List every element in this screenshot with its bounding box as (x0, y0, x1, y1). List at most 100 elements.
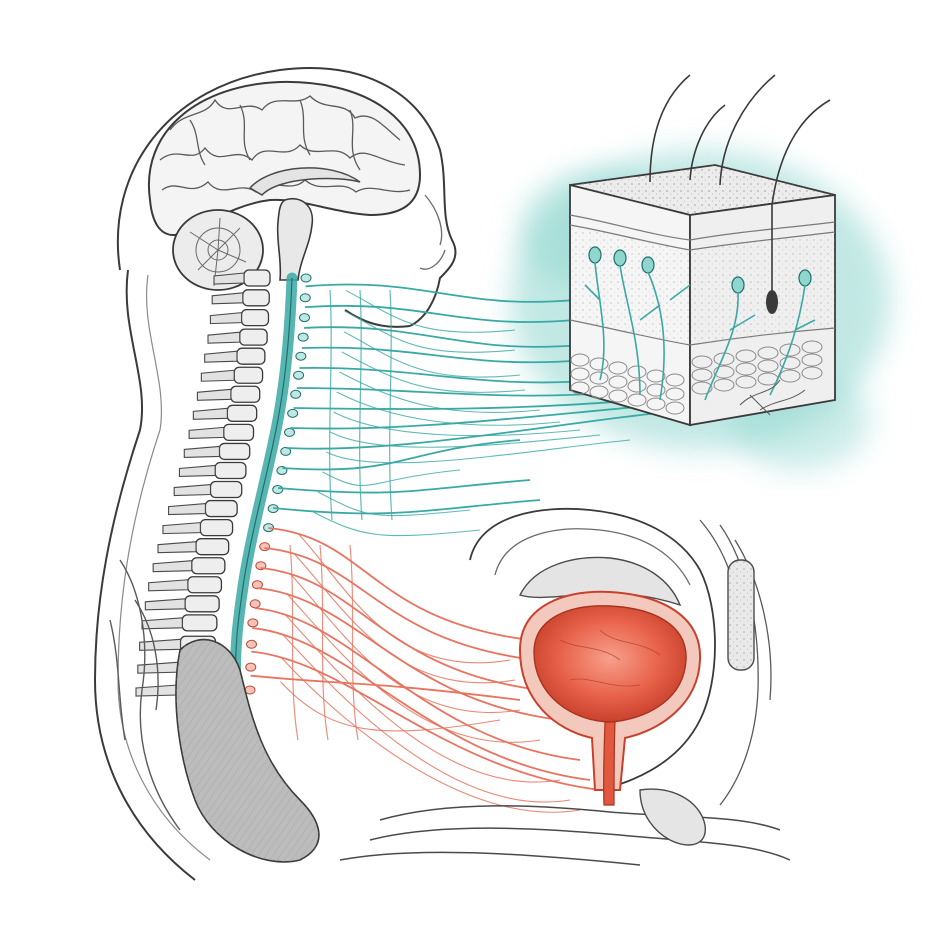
nerve-root-ganglion (298, 313, 310, 323)
fat-lobule (779, 369, 801, 383)
sensory-nerve-fiber (305, 283, 576, 303)
vertebra (239, 328, 268, 346)
nerve-root-ganglion (272, 485, 284, 495)
sensory-nerve-branch (326, 439, 631, 464)
sensory-nerve-fiber (290, 404, 661, 430)
spinous-process (192, 407, 228, 420)
fat-lobule (713, 378, 735, 392)
pelvic-nerve-fiber (264, 547, 536, 661)
pelvic-nerve-fiber (251, 650, 601, 791)
nerve-root-ganglion (249, 599, 261, 609)
sensory-nerve-branch (344, 310, 516, 353)
vertebra (181, 614, 218, 632)
fat-lobule (801, 353, 823, 367)
pelvic-nerve-fiber (256, 587, 561, 721)
fat-lobule (608, 375, 628, 389)
pelvic-nerve-fiber (254, 607, 581, 761)
pelvic-nerve-branch (286, 593, 541, 743)
vertebra (195, 538, 230, 556)
vertebra (214, 461, 247, 480)
spinous-process (213, 272, 245, 285)
pelvic-nerve-fiber (252, 627, 591, 781)
nerve-root-ganglion (290, 389, 302, 399)
fat-lobule (570, 353, 590, 367)
nerve-root-ganglion (287, 408, 299, 418)
spinous-process (188, 426, 225, 439)
nerve-root-ganglion (299, 293, 311, 303)
vertebra (233, 366, 264, 384)
nerve-root-ganglion (245, 662, 257, 672)
fat-lobule (627, 393, 647, 407)
hair-strands (649, 74, 831, 300)
spinous-process (173, 483, 212, 497)
sensory-nerve-branch (339, 371, 541, 413)
hair-follicle (766, 290, 778, 314)
sensory-nerve-branch (333, 411, 581, 437)
fat-lobule (665, 373, 685, 387)
vertebra (243, 269, 271, 287)
vertebra (199, 518, 234, 537)
spinous-process (162, 522, 201, 535)
vertebra (184, 595, 220, 613)
fat-lobule (646, 369, 666, 383)
pelvic-nerve-branch (280, 681, 501, 732)
sensory-nerve-fiber (301, 346, 586, 364)
spinous-process (152, 560, 193, 573)
nerve-root-ganglion (300, 273, 312, 283)
spinous-process (168, 502, 206, 516)
sensory-nerve-fiber (293, 399, 641, 410)
sensory-nerve-branch (336, 391, 561, 426)
spinous-process (141, 617, 183, 630)
sensory-nerve-branch (341, 351, 526, 393)
vertebral-column (135, 269, 312, 699)
sensory-nerve-branch (317, 491, 471, 517)
vertebra (242, 289, 270, 307)
spinous-process (157, 541, 197, 554)
spinous-process (204, 350, 238, 363)
sensory-nerve-fiber (273, 499, 541, 515)
pubic-bone (727, 559, 755, 671)
fat-lobule (757, 359, 779, 373)
vertebra (218, 442, 251, 461)
sensory-nerve-fiber (299, 366, 601, 384)
sensory-nerve-branch (313, 511, 481, 537)
nerve-root-ganglion (284, 427, 296, 437)
fat-lobule (570, 367, 590, 381)
spinous-process (196, 388, 232, 401)
sensory-nerve-fiber (304, 304, 576, 323)
sensory-nerve-branch (345, 289, 516, 333)
pelvic-nerve-branch (280, 657, 581, 813)
pelvic-plexus-connector (289, 544, 299, 741)
spinous-process (211, 292, 244, 305)
fat-lobule (570, 381, 590, 395)
sensory-nerve-fiber (304, 326, 581, 348)
sensory-nerve-fiber (296, 387, 621, 397)
sensory-nerve-branch (330, 431, 601, 448)
spinous-process (183, 445, 220, 458)
fat-lobule (608, 361, 628, 375)
fat-lobule (735, 375, 757, 389)
fat-lobule (691, 368, 713, 382)
fat-lobule (627, 365, 647, 379)
sensory-nerve-fiber (278, 479, 531, 494)
vertebra (187, 576, 223, 594)
pelvic-plexus-connector (349, 544, 359, 741)
pelvic-plexus-connector (319, 544, 329, 741)
pelvic-nerve-fiber (250, 674, 521, 701)
spinous-process (209, 312, 243, 325)
fat-lobule (757, 346, 779, 360)
nerve-plexus-connector (359, 289, 363, 521)
spinous-process (139, 638, 182, 651)
fat-lobule (665, 387, 685, 401)
spinous-process (178, 464, 216, 478)
spinous-process (144, 598, 186, 611)
nerve-root-ganglion (295, 351, 307, 361)
vertebra (209, 480, 243, 499)
nerve-root-ganglion (297, 332, 309, 342)
urethra (602, 721, 616, 806)
vertebra (223, 423, 255, 442)
vertebra (230, 385, 261, 403)
sensory-nerve-fiber (282, 439, 521, 471)
fat-lobule (713, 365, 735, 379)
